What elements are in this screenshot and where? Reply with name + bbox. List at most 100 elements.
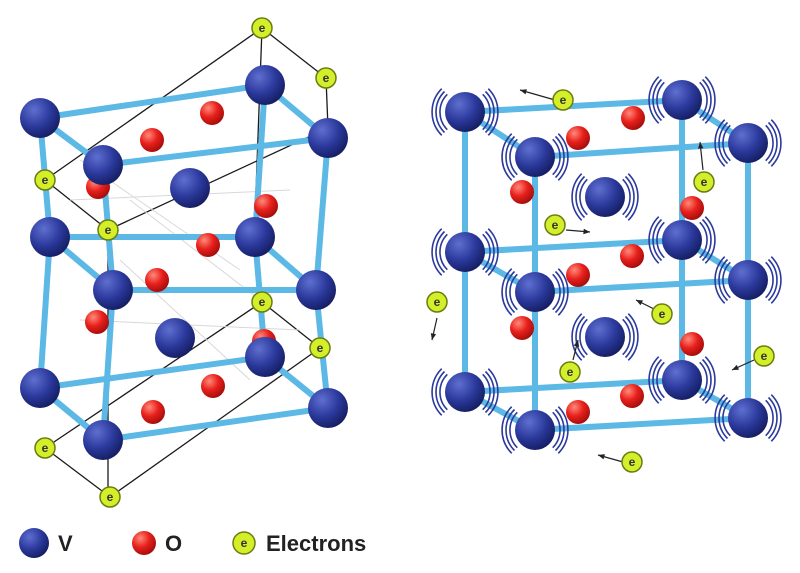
electron: e <box>34 169 56 191</box>
svg-text:e: e <box>317 341 324 355</box>
bond <box>532 277 751 295</box>
svg-text:e: e <box>42 441 49 455</box>
vibration-arc <box>505 408 516 452</box>
legend-electrons-label: Electrons <box>266 531 366 556</box>
vanadium-atom <box>445 372 485 412</box>
vibration-arc <box>718 258 729 302</box>
bond <box>100 135 331 168</box>
vibration-arc <box>704 216 716 264</box>
electron: e <box>621 451 643 473</box>
oxygen-atom <box>254 194 278 218</box>
vibration-arc <box>552 138 561 176</box>
legend: V O e Electrons <box>19 528 366 558</box>
svg-text:e: e <box>701 175 708 189</box>
vibration-arc <box>557 268 569 316</box>
vibration-arc <box>652 78 663 122</box>
vibration-arc <box>770 394 782 442</box>
unit-cell-edge <box>261 27 327 79</box>
oxygen-atom <box>145 268 169 292</box>
vanadium-atom <box>93 270 133 310</box>
electron: e <box>651 303 673 325</box>
oxygen-atom <box>566 126 590 150</box>
vibration-arc <box>624 175 635 219</box>
vibration-arc <box>627 313 639 361</box>
vibration-arc <box>575 175 586 219</box>
vibration-arc <box>770 256 782 304</box>
bond <box>462 237 685 255</box>
vanadium-atom <box>662 220 702 260</box>
vibration-arc <box>722 124 731 162</box>
bond <box>37 82 268 121</box>
vanadium-atom <box>662 360 702 400</box>
vibration-arc <box>484 370 495 414</box>
vibration-arc <box>482 93 491 131</box>
vibration-arc <box>765 399 774 437</box>
vanadium-atom <box>30 217 70 257</box>
vibration-arc <box>622 318 631 356</box>
vibration-arc <box>622 178 631 216</box>
vanadium-atom <box>662 80 702 120</box>
oxygen-atom <box>680 332 704 356</box>
oxygen-atom <box>566 400 590 424</box>
oxygen-atom <box>510 180 534 204</box>
vibration-arc <box>435 370 446 414</box>
bond <box>532 415 751 433</box>
electron: e <box>426 291 448 313</box>
vibration-arc <box>770 119 782 167</box>
vibration-arc <box>487 228 499 276</box>
vibration-arc <box>699 361 708 399</box>
vibration-arc <box>484 90 495 134</box>
svg-text:e: e <box>434 295 441 309</box>
vanadium-atom <box>585 317 625 357</box>
vanadium-atom <box>515 410 555 450</box>
vibration-arc <box>652 218 663 262</box>
vibration-arc <box>435 90 446 134</box>
vibration-arc <box>652 358 663 402</box>
vibration-arc <box>482 233 491 271</box>
vibration-arc <box>579 178 588 216</box>
vibration-arc <box>509 273 518 311</box>
motion-arrow <box>635 299 657 311</box>
vibration-arc <box>656 361 665 399</box>
bond <box>37 234 53 391</box>
electron: e <box>315 67 337 89</box>
vibration-arc <box>699 81 708 119</box>
vibration-arc <box>557 133 569 181</box>
vanadium-atom <box>308 118 348 158</box>
vibration-arc <box>722 261 731 299</box>
oxygen-atom <box>85 310 109 334</box>
unit-cell-edge <box>44 179 109 231</box>
vibration-arc <box>509 411 518 449</box>
vibration-arc <box>718 121 729 165</box>
vibration-arc <box>552 273 561 311</box>
vibration-arc <box>487 368 499 416</box>
vanadium-atom <box>728 398 768 438</box>
vanadium-atom <box>155 318 195 358</box>
bond <box>100 287 116 443</box>
oxygen-atom <box>200 101 224 125</box>
vanadium-atom <box>445 92 485 132</box>
oxygen-atom <box>621 106 645 130</box>
vibration-arc <box>482 373 491 411</box>
vibration-arc <box>656 221 665 259</box>
bond <box>313 135 331 293</box>
bond <box>37 354 268 391</box>
vibration-arc <box>656 81 665 119</box>
legend-electron-swatch <box>232 531 256 555</box>
oxygen-atom <box>620 384 644 408</box>
vanadium-atom <box>170 168 210 208</box>
vibration-arc <box>648 356 660 404</box>
svg-text:e: e <box>659 307 666 321</box>
bond <box>100 405 331 443</box>
vibration-arc <box>439 373 448 411</box>
electron: e <box>97 219 119 241</box>
svg-text:e: e <box>629 455 636 469</box>
vibration-arc <box>431 368 443 416</box>
vibration-arc <box>505 135 516 179</box>
electron: e <box>552 89 574 111</box>
electron: e <box>251 17 273 39</box>
oxygen-atom <box>201 374 225 398</box>
